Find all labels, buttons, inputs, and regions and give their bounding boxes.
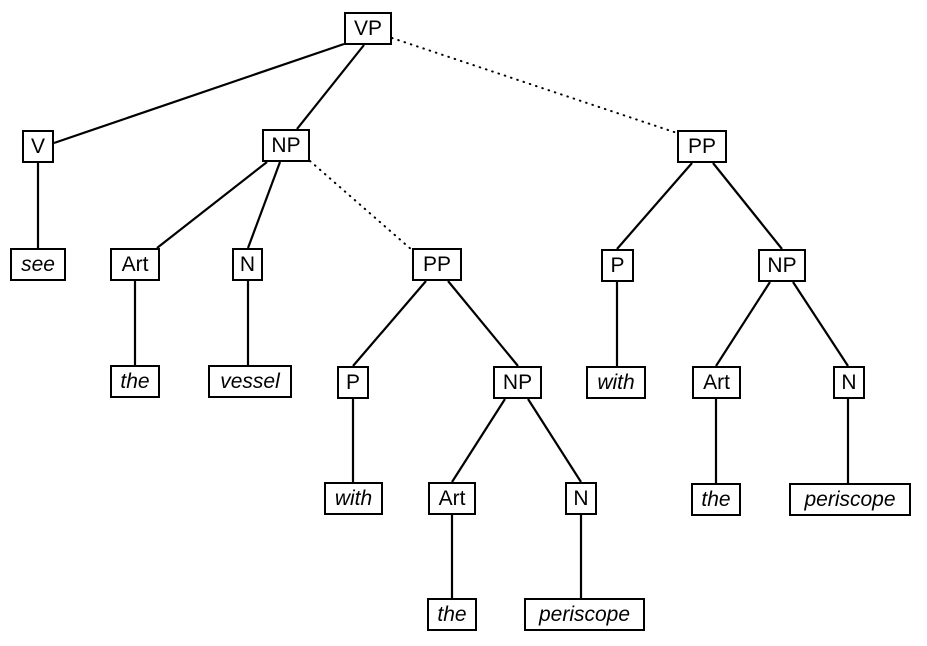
tree-edge-np1-pp-mid <box>309 160 413 251</box>
tree-edge-vp-np1 <box>296 44 365 130</box>
tree-node-np_right[interactable]: NP <box>758 249 806 282</box>
tree-edge-np1-n1 <box>246 161 282 249</box>
tree-node-np1[interactable]: NP <box>262 129 310 162</box>
tree-node-per_r[interactable]: periscope <box>789 483 911 516</box>
tree-node-p_mid[interactable]: P <box>337 366 369 399</box>
tree-node-with_m[interactable]: with <box>324 482 383 515</box>
tree-node-p_right[interactable]: P <box>601 249 634 282</box>
tree-node-per_m[interactable]: periscope <box>524 598 645 631</box>
tree-node-vessel[interactable]: vessel <box>208 365 292 398</box>
tree-node-the1[interactable]: the <box>110 365 160 398</box>
tree-node-the_m[interactable]: the <box>427 598 477 631</box>
tree-edge-ppright-npright <box>712 162 783 250</box>
tree-node-art_right[interactable]: Art <box>692 366 741 399</box>
tree-node-n_mid[interactable]: N <box>565 482 597 515</box>
tree-node-vp[interactable]: VP <box>344 12 392 45</box>
tree-edge-ppmid-npmid <box>447 280 519 367</box>
tree-node-n1[interactable]: N <box>232 248 263 281</box>
tree-node-the_r[interactable]: the <box>691 483 741 516</box>
tree-edge-npright-artr <box>715 281 771 367</box>
tree-edge-np1-art1 <box>156 161 268 249</box>
tree-edge-vp-v <box>53 42 345 145</box>
tree-node-np_mid[interactable]: NP <box>493 366 542 399</box>
tree-node-see[interactable]: see <box>10 248 66 281</box>
tree-edge-ppright-pright <box>616 162 693 250</box>
tree-node-with_r[interactable]: with <box>586 366 646 399</box>
tree-edge-npmid-artmid <box>451 398 506 483</box>
tree-edge-vp-pp-right <box>391 37 678 134</box>
tree-edge-npmid-nmid <box>527 398 582 483</box>
tree-node-pp_mid[interactable]: PP <box>412 248 462 281</box>
tree-node-art_mid[interactable]: Art <box>428 482 476 515</box>
tree-node-art1[interactable]: Art <box>110 248 160 281</box>
tree-node-v[interactable]: V <box>22 130 54 163</box>
tree-edge-npright-nr <box>792 281 849 367</box>
tree-edge-ppmid-pmid <box>352 280 427 367</box>
tree-node-pp_right[interactable]: PP <box>677 130 727 163</box>
tree-node-n_right[interactable]: N <box>833 366 865 399</box>
